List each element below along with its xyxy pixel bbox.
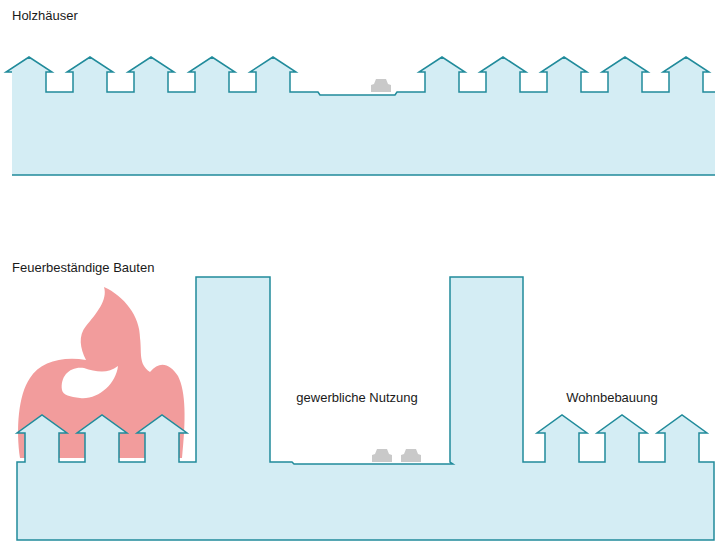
- area-label: Wohnbebauung: [566, 390, 658, 406]
- section-title: Holzhäuser: [12, 8, 78, 24]
- outline-fireproof-buildings: [17, 277, 714, 540]
- ground-fireproof-buildings: [17, 277, 714, 540]
- section-title: Feuerbeständige Bauten: [12, 260, 154, 276]
- car: [372, 449, 392, 462]
- ground-wooden-houses: [6, 57, 715, 175]
- area-label: gewerbliche Nutzung: [296, 390, 417, 406]
- car: [371, 79, 391, 92]
- outline-wooden-houses: [6, 57, 715, 175]
- car: [401, 449, 421, 462]
